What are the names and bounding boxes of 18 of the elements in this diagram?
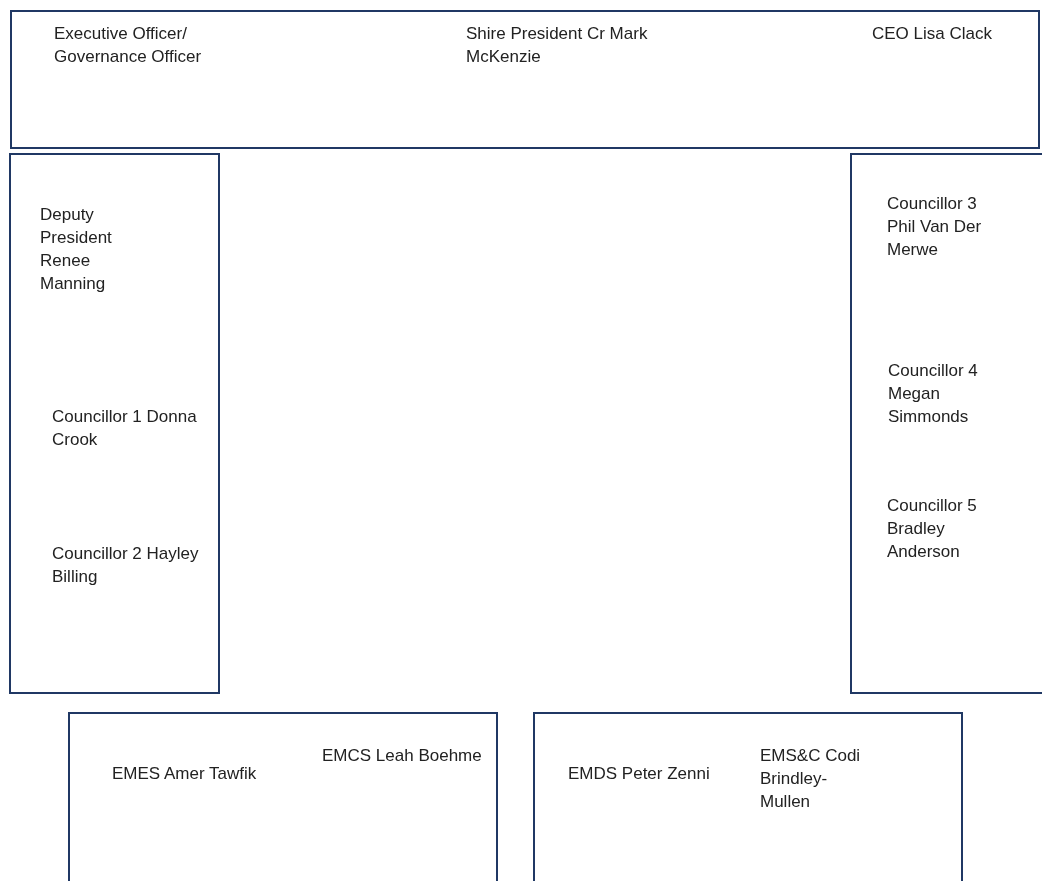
seat-label: EMCS Leah Boehme [322,745,482,767]
seat-label: Executive Officer/ Governance Officer [54,23,203,68]
seat-label: Councillor 1 Donna Crook [52,406,198,451]
seat-label: EMES Amer Tawfik [112,763,258,785]
seat-label: Councillor 4 Megan Simmonds [888,360,979,428]
seat-label: CEO Lisa Clack [872,23,993,45]
seat-label: Deputy President Renee Manning [40,204,113,295]
seat-label: Councillor 2 Hayley Billing [52,543,200,588]
seat-label: Shire President Cr Mark McKenzie [466,23,649,68]
seating-panel [850,153,1042,694]
seat-label: EMDS Peter Zenni [568,763,711,785]
seating-panel [533,712,963,881]
seating-panel [9,153,220,694]
seating-panel [68,712,498,881]
header-band [10,10,1040,149]
seat-label: Councillor 5 Bradley Anderson [887,495,978,563]
seat-label: Councillor 3 Phil Van Der Merwe [887,193,983,261]
seat-label: EMS&C Codi Brindley-Mullen [760,745,862,813]
